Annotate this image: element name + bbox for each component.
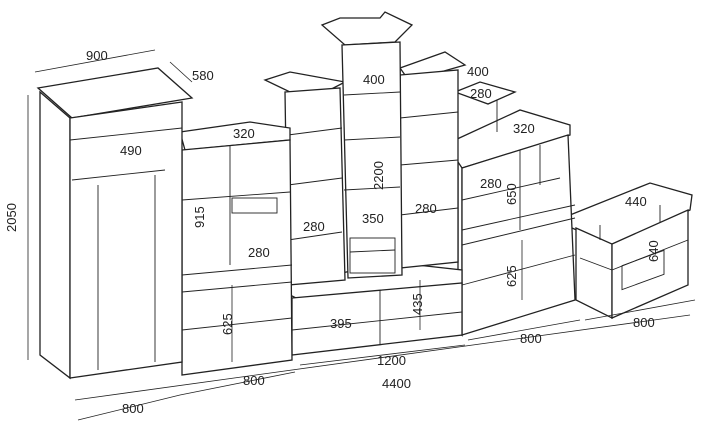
dim-tower-left-shelf-depth: 280 (303, 219, 325, 234)
dimension-lines (27, 49, 696, 421)
dim-overall-height: 2050 (4, 203, 19, 232)
dim-tower-right-shelf-depth: 280 (415, 201, 437, 216)
dim-wardrobe-depth: 580 (192, 68, 214, 83)
left-section (179, 121, 293, 376)
dim-wardrobe-width: 900 (86, 48, 108, 63)
end-unit (569, 182, 693, 320)
right-section (453, 81, 576, 337)
dim-right-upper-height: 650 (504, 183, 519, 205)
dim-wardrobe-bottom-width: 800 (122, 401, 144, 416)
dim-right-section-width: 800 (520, 331, 542, 346)
dim-right-lower-height: 625 (504, 265, 519, 287)
dim-right-top-shelf-width: 400 (467, 64, 489, 79)
dim-tower-niche-depth: 350 (362, 211, 384, 226)
dim-left-section-width: 800 (243, 373, 265, 388)
dim-left-upper-height: 915 (192, 206, 207, 228)
dim-tower-height: 2200 (371, 161, 386, 190)
dim-right-section-depth: 320 (513, 121, 535, 136)
dim-left-section-depth: 320 (233, 126, 255, 141)
dim-overall-width: 4400 (382, 376, 411, 391)
dim-left-lower-height: 625 (220, 313, 235, 335)
dim-wardrobe-shelf-depth: 490 (120, 143, 142, 158)
dim-right-top-shelf-depth: 280 (470, 86, 492, 101)
dim-end-unit-height: 640 (646, 240, 661, 262)
dim-right-shelf-depth: 280 (480, 176, 502, 191)
dim-center-width: 1200 (377, 353, 406, 368)
dim-left-shelf-depth: 280 (248, 245, 270, 260)
central-tower (320, 11, 414, 279)
dim-center-lower-height: 435 (410, 293, 425, 315)
dim-center-lower-shelf-depth: 395 (330, 316, 352, 331)
wardrobe (36, 67, 194, 380)
dim-end-unit-depth: 440 (625, 194, 647, 209)
dim-end-unit-width: 800 (633, 315, 655, 330)
center-lower-section (289, 261, 463, 356)
dim-tower-width: 400 (363, 72, 385, 87)
